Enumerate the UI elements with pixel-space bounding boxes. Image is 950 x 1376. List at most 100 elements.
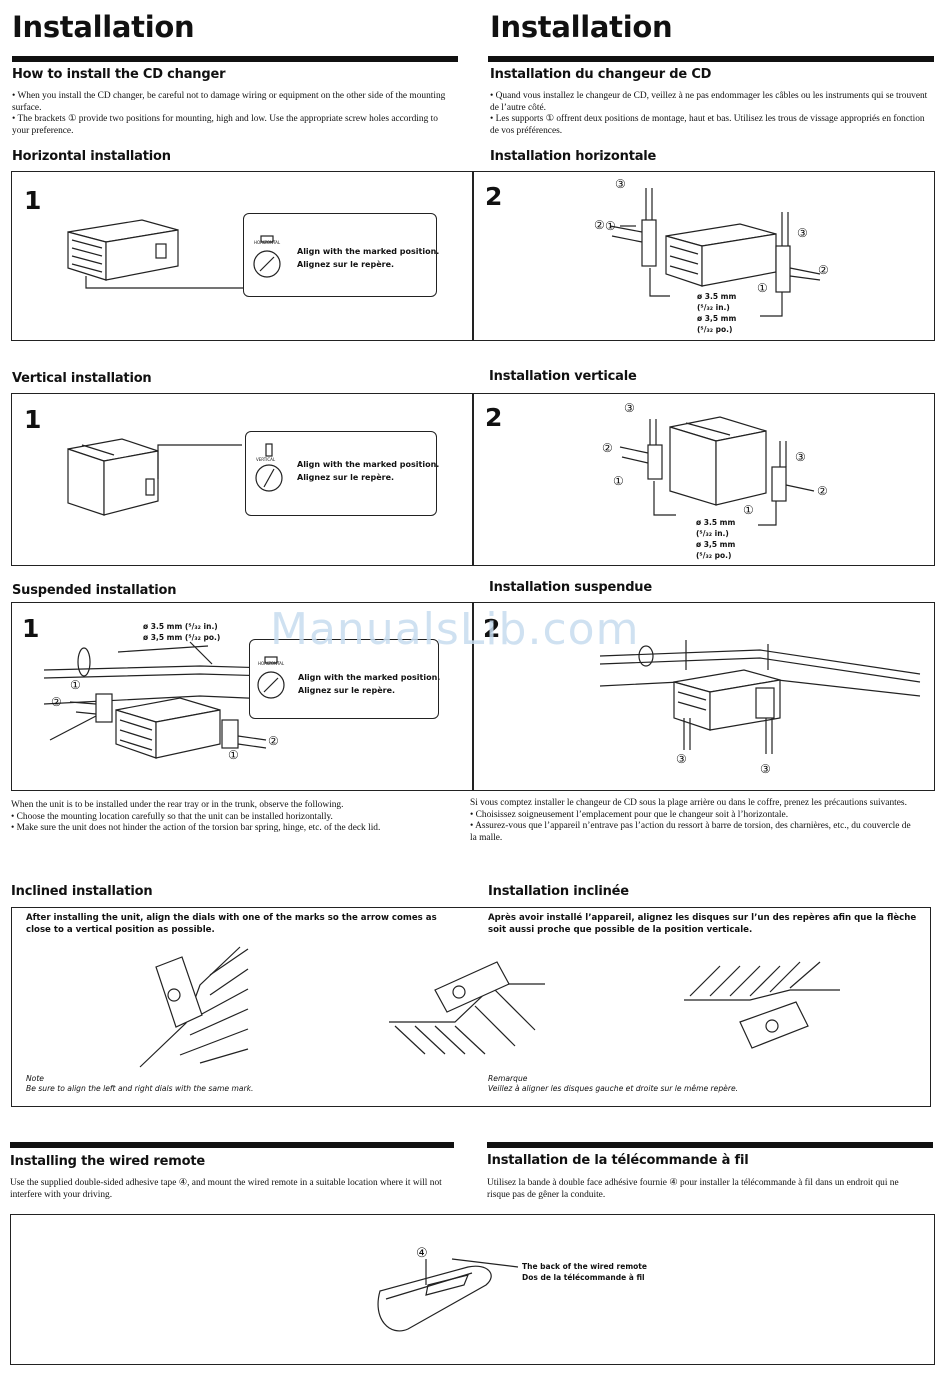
how-bullet-2-en: • The brackets ① provide two positions f… [12, 114, 438, 136]
s-callout-3-right: ③ [760, 762, 771, 776]
how-bullet-1-fr: • Quand vous installez le changeur de CD… [490, 91, 928, 113]
remote-figure-box [10, 1214, 935, 1365]
vertical-align-en: Align with the marked position. [297, 460, 440, 469]
suspended-note-1-fr: Si vous comptez installer le changeur de… [470, 798, 907, 808]
horizontal-align-en: Align with the marked position. [297, 247, 440, 256]
h-screw-size: ø 3.5 mm (⁵/₃₂ in.) ø 3,5 mm (⁵/₃₂ po.) [697, 291, 736, 335]
h-callout-3-top: ③ [615, 177, 626, 191]
horizontal-brackets-illustration [609, 188, 821, 317]
how-bullet-1-en: • When you install the CD changer, be ca… [12, 91, 446, 113]
suspended-note-3-fr: • Assurez-vous que l’appareil n’entrave … [470, 821, 911, 843]
how-bullets-en: • When you install the CD changer, be ca… [12, 91, 456, 137]
v-callout-1-right: ① [743, 503, 754, 517]
v-screw-mm-fr: ø 3,5 mm [696, 540, 736, 549]
v-screw-in: (⁵/₃₂ in.) [696, 529, 729, 538]
how-bullet-2-fr: • Les supports ① offrent deux positions … [490, 114, 925, 136]
vertical-unit-illustration [67, 438, 242, 516]
suspended-figure-divider [472, 602, 474, 791]
s-screw-size: ø 3.5 mm (⁵/₃₂ in.) ø 3,5 mm (⁵/₃₂ po.) [143, 621, 220, 643]
remote-back-en: The back of the wired remote [522, 1262, 647, 1271]
s-callout-2-right: ② [268, 734, 279, 748]
vertical-align-fr: Alignez sur le repère. [297, 473, 395, 482]
inclined-note-fr: Remarque Veillez à aligner les disques g… [488, 1074, 738, 1094]
inclined-illustration-steep [139, 946, 249, 1068]
v-screw-po: (⁵/₃₂ po.) [696, 551, 732, 560]
s-callout-1-left: ① [70, 678, 81, 692]
h-screw-po: (⁵/₃₂ po.) [697, 325, 733, 334]
inclined-illustration-shallow [389, 961, 545, 1055]
suspended-note-3-en: • Make sure the unit does not hinder the… [11, 823, 381, 834]
how-heading-fr: Installation du changeur de CD [490, 67, 712, 82]
inclined-illustration-overhead [684, 961, 840, 1049]
horizontal-step-1: 1 [24, 186, 42, 215]
suspended-note-2-en: • Choose the mounting location carefully… [11, 811, 333, 822]
note-text-en: Be sure to align the left and right dial… [26, 1084, 254, 1093]
vertical-align-text: Align with the marked position. Alignez … [297, 458, 439, 484]
v-callout-2-left: ② [602, 441, 613, 455]
v-callout-3-top: ③ [624, 401, 635, 415]
h-callout-2-right: ② [818, 263, 829, 277]
remote-illustration [377, 1258, 519, 1332]
v-screw-size: ø 3.5 mm (⁵/₃₂ in.) ø 3,5 mm (⁵/₃₂ po.) [696, 517, 735, 561]
title-rule-en [12, 56, 458, 62]
note-text-fr: Veillez à aligner les disques gauche et … [488, 1084, 739, 1093]
suspended-step-2: 2 [483, 614, 501, 643]
h-callout-1-right: ① [757, 281, 768, 295]
suspended-right-illustration [599, 640, 921, 754]
watermark: ManualsLib.com [270, 604, 640, 655]
remote-rule-fr [487, 1142, 933, 1148]
s-callout-1-right: ① [228, 748, 239, 762]
vertical-dial-icon [255, 443, 283, 492]
suspended-dial-label: HORIZONTAL [258, 661, 285, 666]
vertical-brackets-illustration [619, 416, 815, 526]
suspended-align-en: Align with the marked position. [298, 673, 441, 682]
how-bullets-fr: • Quand vous installez le changeur de CD… [490, 91, 930, 137]
h-callout-2-left: ② [594, 218, 605, 232]
vertical-step-1: 1 [24, 405, 42, 434]
suspended-notes-fr: Si vous comptez installer le changeur de… [470, 798, 914, 844]
remote-heading-en: Installing the wired remote [10, 1154, 205, 1169]
vertical-dial-label: VERTICAL [256, 457, 276, 462]
horizontal-dial-label: HORIZONTAL [254, 240, 281, 245]
v-callout-3-right: ③ [795, 450, 806, 464]
inclined-figure-box [11, 907, 931, 1107]
title-rule-fr [488, 56, 934, 62]
note-label-en: Note [26, 1074, 44, 1083]
h-screw-mm-fr: ø 3,5 mm [697, 314, 737, 323]
suspended-dial-icon [257, 656, 285, 699]
suspended-note-2-fr: • Choisissez soigneusement l’emplacement… [470, 809, 789, 820]
horizontal-align-text: Align with the marked position. Alignez … [297, 245, 439, 271]
v-callout-2-right: ② [817, 484, 828, 498]
suspended-step-1: 1 [22, 614, 40, 643]
h-callout-3-right: ③ [797, 226, 808, 240]
h-screw-in: (⁵/₃₂ in.) [697, 303, 730, 312]
horizontal-dial-icon [253, 235, 281, 278]
page-title-en: Installation [12, 10, 195, 44]
how-heading-en: How to install the CD changer [12, 67, 226, 82]
h-screw-mm: ø 3.5 mm [697, 292, 737, 301]
suspended-align-text: Align with the marked position. Alignez … [298, 671, 440, 697]
inclined-note-en: Note Be sure to align the left and right… [26, 1074, 253, 1094]
remote-back-label: The back of the wired remote Dos de la t… [522, 1261, 647, 1283]
horizontal-unit-illustration [67, 219, 247, 289]
h-callout-1-left: ① [605, 219, 616, 233]
note-label-fr: Remarque [488, 1074, 528, 1083]
suspended-heading-fr: Installation suspendue [489, 580, 652, 595]
suspended-note-1-en: When the unit is to be installed under t… [11, 800, 344, 810]
horizontal-align-fr: Alignez sur le repère. [297, 260, 395, 269]
s-screw-fr: ø 3,5 mm (⁵/₃₂ po.) [143, 633, 221, 642]
remote-text-en: Use the supplied double-sided adhesive t… [10, 1178, 442, 1200]
inclined-heading-en: Inclined installation [11, 884, 153, 899]
s-callout-3-left: ③ [676, 752, 687, 766]
suspended-heading-en: Suspended installation [12, 583, 177, 598]
page-title-fr: Installation [490, 10, 673, 44]
v-callout-1-left: ① [613, 474, 624, 488]
suspended-notes-en: When the unit is to be installed under t… [11, 800, 461, 835]
vertical-step-2: 2 [485, 403, 503, 432]
horizontal-figure-divider [472, 171, 474, 341]
vertical-heading-en: Vertical installation [12, 371, 152, 386]
horizontal-heading-fr: Installation horizontale [490, 149, 657, 164]
s-screw-en: ø 3.5 mm (⁵/₃₂ in.) [143, 622, 218, 631]
remote-text-fr: Utilisez la bande à double face adhésive… [487, 1178, 899, 1200]
inclined-text-fr: Après avoir installé l’appareil, alignez… [488, 913, 917, 935]
